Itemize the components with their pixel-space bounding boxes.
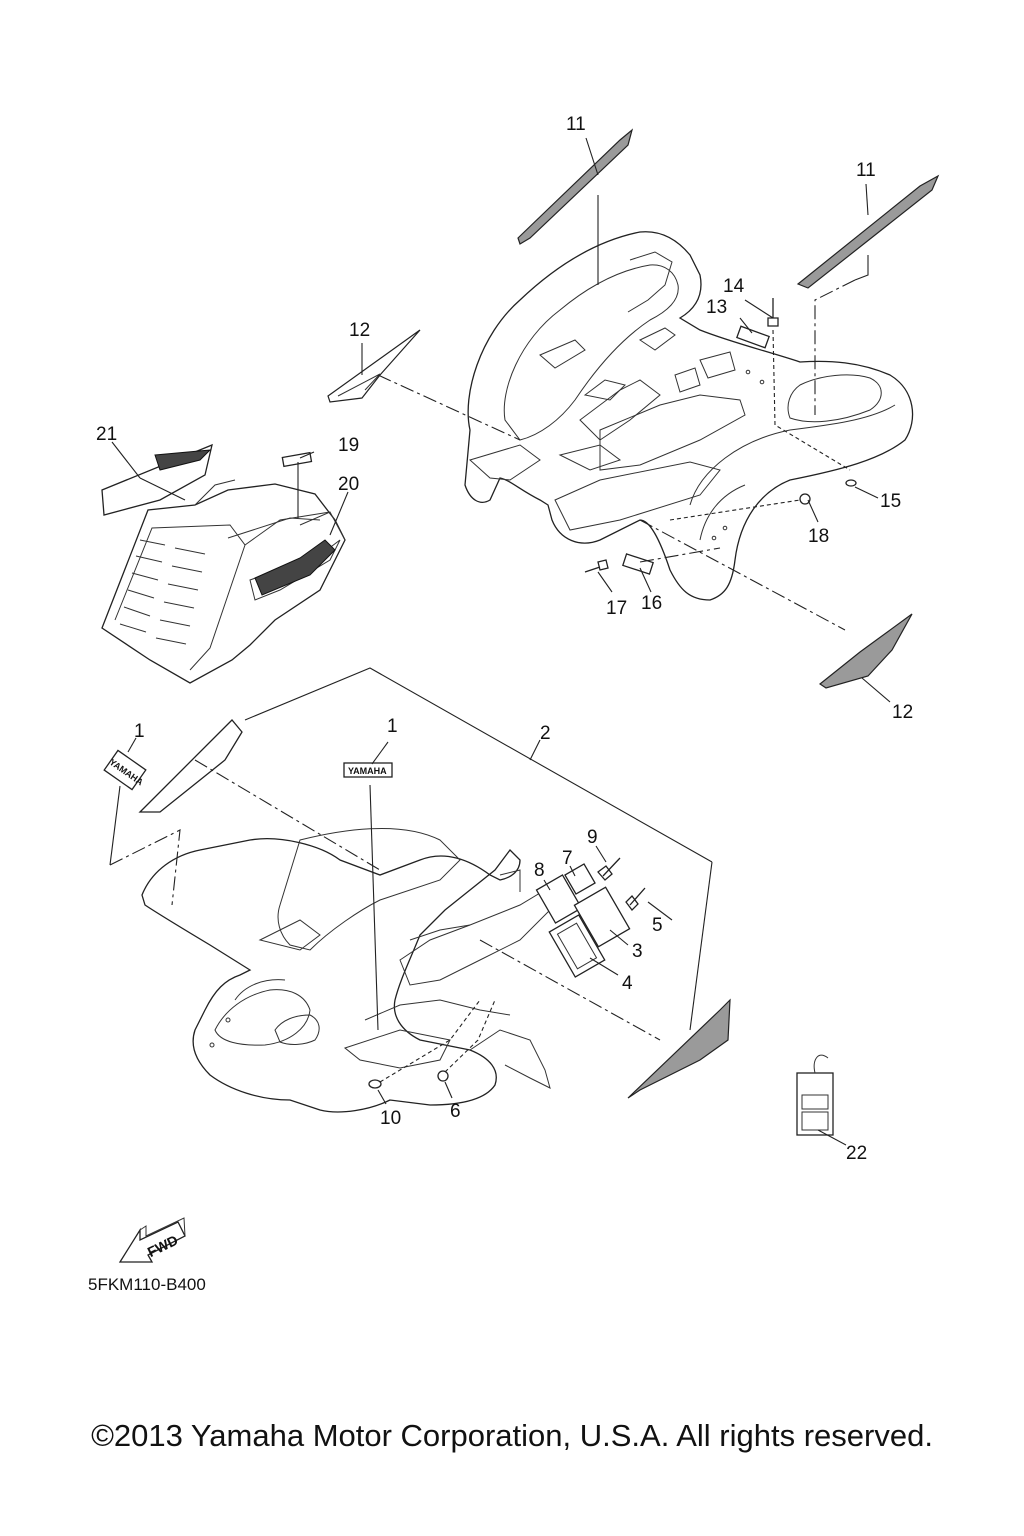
callout-6: 6 xyxy=(450,1101,461,1122)
decal-12-lower xyxy=(818,613,913,689)
part-6-nut xyxy=(437,1070,449,1082)
callout-16: 16 xyxy=(641,593,662,614)
part-3-plate xyxy=(573,886,631,948)
diagram-code: 5FKM110-B400 xyxy=(88,1275,206,1294)
decal-11-right xyxy=(796,174,940,289)
callout-10: 10 xyxy=(380,1108,401,1129)
decal-12-upper xyxy=(327,329,421,403)
part-18-grommet xyxy=(799,493,811,505)
callout-8: 8 xyxy=(534,860,545,881)
part-20-decal xyxy=(254,539,336,596)
part-10-nut xyxy=(368,1079,382,1089)
callout-15: 15 xyxy=(880,491,901,512)
yamaha-decal-left: YAMAHA xyxy=(103,749,147,791)
part-14-bolt xyxy=(767,298,779,327)
part-15-nut xyxy=(845,479,857,487)
yamaha-decal-right: YAMAHA xyxy=(343,762,393,778)
front-fender xyxy=(141,828,551,1113)
callout-3: 3 xyxy=(632,941,643,962)
fwd-label: FWD xyxy=(145,1232,181,1260)
fwd-arrow-icon: FWD xyxy=(118,1217,186,1263)
callout-1-right: 1 xyxy=(387,716,398,737)
callout-11-left: 11 xyxy=(566,114,586,135)
copyright-notice: ©2013 Yamaha Motor Corporation, U.S.A. A… xyxy=(91,1418,933,1453)
fender-decal-left xyxy=(138,719,243,813)
part-16-plate xyxy=(622,553,654,575)
decal-11-left xyxy=(517,128,634,245)
callout-7: 7 xyxy=(562,848,573,869)
callout-22: 22 xyxy=(846,1143,867,1164)
part-13-plate xyxy=(736,325,770,349)
rear-fender xyxy=(464,231,914,601)
callout-17: 17 xyxy=(606,598,627,619)
callout-4: 4 xyxy=(622,973,633,994)
leader-lines xyxy=(109,137,891,1146)
fender-decal-right xyxy=(627,998,731,1099)
callout-5: 5 xyxy=(652,915,663,936)
callout-2: 2 xyxy=(540,723,551,744)
callout-9: 9 xyxy=(587,827,598,848)
callout-21: 21 xyxy=(96,424,117,445)
callout-12-upper: 12 xyxy=(349,320,370,341)
callout-20: 20 xyxy=(338,474,359,495)
callouts: 11 11 14 13 12 21 19 20 15 18 17 16 12 1… xyxy=(96,114,913,1164)
callout-1-left: 1 xyxy=(134,721,145,742)
part-22-tag xyxy=(796,1054,834,1136)
callout-13: 13 xyxy=(706,297,727,318)
callout-11-right: 11 xyxy=(856,160,876,181)
part-17-bolt xyxy=(584,559,609,573)
callout-18: 18 xyxy=(808,526,829,547)
part-5-bolt xyxy=(625,887,646,911)
callout-12-lower: 12 xyxy=(892,702,913,723)
yamaha-decal-text-right: YAMAHA xyxy=(348,766,387,776)
part-9-bolt xyxy=(597,857,621,881)
callout-14: 14 xyxy=(723,276,745,297)
callout-19: 19 xyxy=(338,435,359,456)
front-panel xyxy=(101,479,346,684)
